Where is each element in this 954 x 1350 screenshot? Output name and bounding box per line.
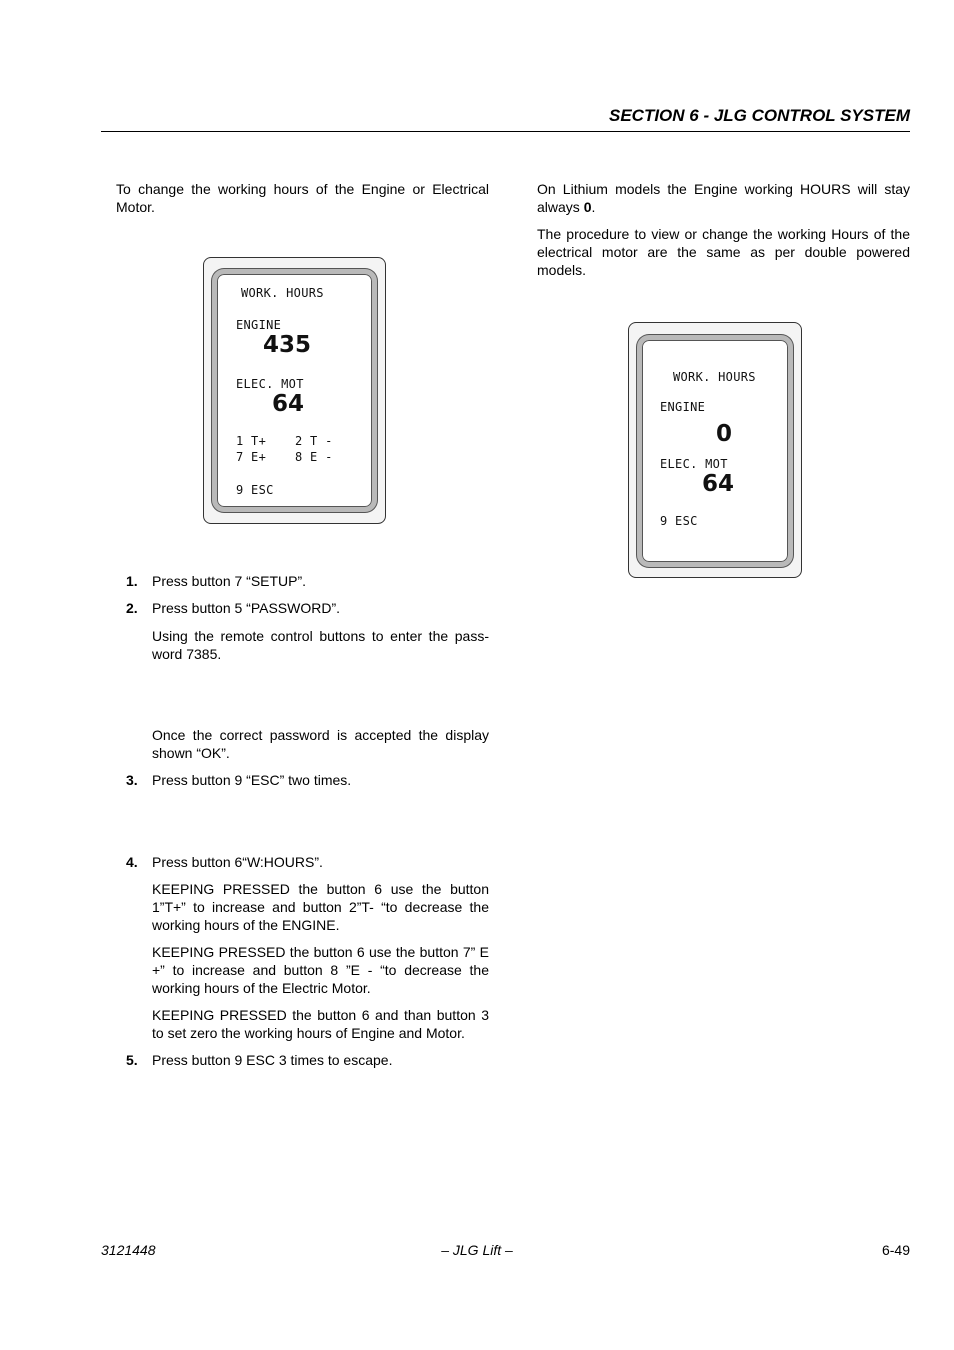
step-1: 1. Press button 7 “SETUP”. xyxy=(126,572,489,590)
step-2: 2. Press button 5 “PASSWORD”. xyxy=(126,599,489,617)
esc-label: 9 ESC xyxy=(236,483,274,497)
elec-label: ELEC. MOT xyxy=(236,377,304,391)
step-4-motor-note: KEEPING PRESSED the button 6 use the but… xyxy=(152,944,489,996)
step-text: Press button 7 “SETUP”. xyxy=(152,573,307,589)
steps-block-c: 4. Press button 6“W:HOURS”. KEEPING PRESS… xyxy=(126,853,489,1069)
lithium-note-end: . xyxy=(591,199,596,215)
step-number: 2. xyxy=(126,600,138,616)
step-2-ok-note: Once the correct password is accepted th… xyxy=(152,727,489,761)
display-panel-1: WORK. HOURS ENGINE 435 ELEC. MOT 64 1 T+… xyxy=(203,257,386,524)
key-2-label: 2 T - xyxy=(295,434,333,448)
left-intro: To change the working hours of the Engin… xyxy=(116,180,489,216)
step-4: 4. Press button 6“W:HOURS”. xyxy=(126,853,489,871)
step-number: 3. xyxy=(126,772,138,788)
key-7-label: 7 E+ xyxy=(236,450,267,464)
step-number: 1. xyxy=(126,573,138,589)
step-5: 5. Press button 9 ESC 3 times to escape. xyxy=(126,1051,489,1069)
display-screen xyxy=(637,335,793,567)
step-text: Press button 5 “PASSWORD”. xyxy=(152,600,341,616)
lithium-note-value: 0 xyxy=(583,199,592,215)
display-title: WORK. HOURS xyxy=(241,286,324,300)
step-2-password-note: Using the remote control buttons to ente… xyxy=(152,628,489,662)
esc-label: 9 ESC xyxy=(660,514,698,528)
step-text: Press button 9 ESC 3 times to escape. xyxy=(152,1052,393,1068)
step-4-zero-note: KEEPING PRESSED the button 6 and than bu… xyxy=(152,1007,489,1041)
engine-value: 435 xyxy=(263,332,312,358)
step-text: Press button 6“W:HOURS”. xyxy=(152,854,323,870)
steps-block-b: Once the correct password is accepted th… xyxy=(126,726,489,789)
intro-text: To change the working hours of the Engin… xyxy=(116,181,489,215)
step-number: 4. xyxy=(126,854,138,870)
engine-label: ENGINE xyxy=(236,318,282,332)
lithium-note-text: On Lithium models the Engine working HOU… xyxy=(537,181,910,215)
right-text: On Lithium models the Engine working HOU… xyxy=(537,180,910,279)
elec-value: 64 xyxy=(272,391,305,417)
display-screen xyxy=(212,269,377,512)
footer-brand: – JLG Lift – xyxy=(441,1242,513,1258)
step-3: 3. Press button 9 “ESC” two times. xyxy=(126,771,489,789)
section-title: SECTION 6 - JLG CONTROL SYSTEM xyxy=(609,106,910,125)
elec-label: ELEC. MOT xyxy=(660,457,728,471)
display-title: WORK. HOURS xyxy=(673,370,756,384)
step-number: 5. xyxy=(126,1052,138,1068)
procedure-note: The procedure to view or change the work… xyxy=(537,226,910,278)
step-text: Press button 9 “ESC” two times. xyxy=(152,772,352,788)
steps-block-a: 1. Press button 7 “SETUP”. 2. Press button… xyxy=(126,572,489,663)
step-4-engine-note: KEEPING PRESSED the button 6 use the but… xyxy=(152,881,489,933)
display-panel-2: WORK. HOURS ENGINE 0 ELEC. MOT 64 9 ESC xyxy=(628,322,802,578)
header-rule xyxy=(101,131,910,132)
doc-number: 3121448 xyxy=(101,1242,156,1258)
key-8-label: 8 E - xyxy=(295,450,333,464)
page-number: 6-49 xyxy=(881,1242,910,1258)
engine-label: ENGINE xyxy=(660,400,706,414)
elec-value: 64 xyxy=(702,471,735,497)
engine-value: 0 xyxy=(716,421,733,447)
key-1-label: 1 T+ xyxy=(236,434,267,448)
lithium-note: On Lithium models the Engine working HOU… xyxy=(537,180,910,216)
